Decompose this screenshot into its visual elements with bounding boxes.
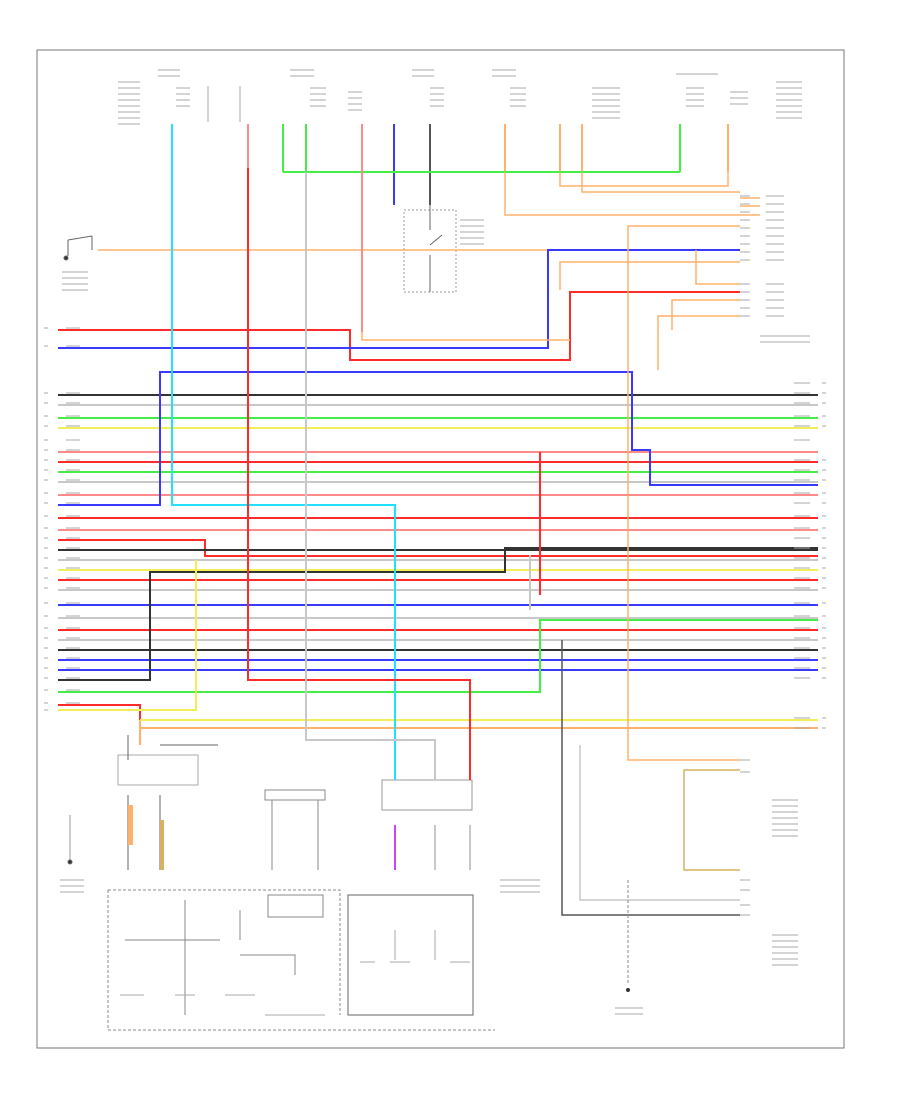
harness-vertical-wires	[171, 168, 740, 916]
diagram-frame	[36, 49, 845, 1049]
right-pin-column	[760, 335, 826, 729]
bottom-right-connectors	[615, 759, 798, 1015]
left-pin-column	[44, 327, 80, 711]
door-switch-top-left	[62, 235, 93, 291]
relay-box-top	[403, 205, 484, 293]
right-connector-upper	[740, 195, 784, 317]
bottom-middle-module	[347, 760, 540, 1016]
wires-orange-right	[361, 168, 740, 761]
top-connector-labels	[118, 69, 802, 125]
top-connector-stubs	[171, 124, 729, 205]
harness-horizontal-wires	[58, 249, 818, 745]
bottom-left-modules	[60, 735, 495, 1031]
wires-orange-top-right	[504, 172, 760, 216]
